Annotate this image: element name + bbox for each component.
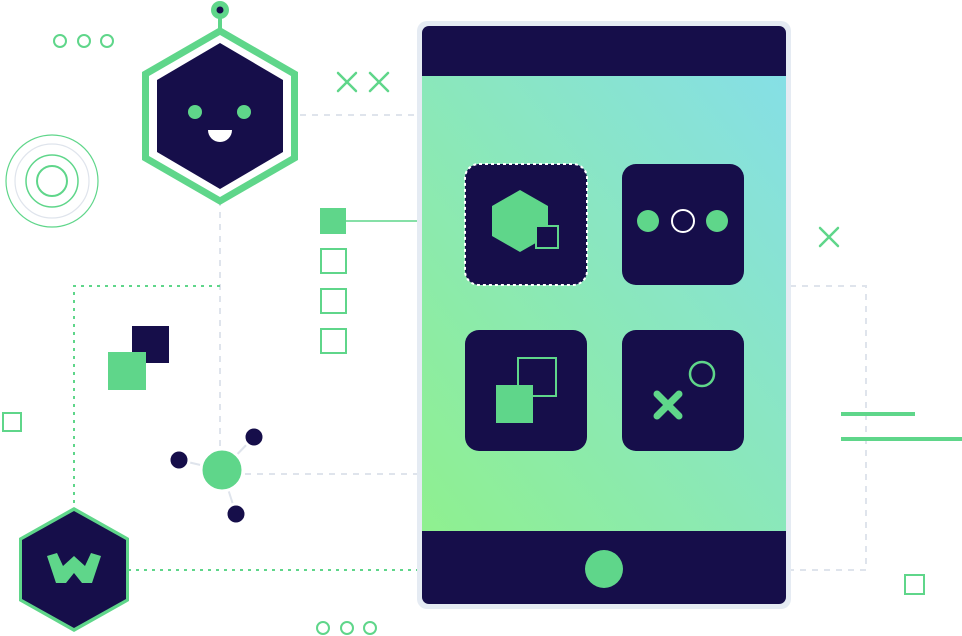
robot-eye-left: [188, 105, 202, 119]
ring-outer-2: [14, 143, 90, 219]
square-outline: [517, 357, 557, 397]
app-tile-squares[interactable]: [465, 330, 587, 451]
ring-mid: [25, 154, 79, 208]
robot-inner-hex: [157, 43, 283, 189]
hexagon-square-icon: [492, 190, 548, 252]
dots-top-left: [53, 34, 114, 48]
node-satellite: [167, 448, 191, 472]
logo-w-mark: [47, 553, 101, 583]
small-square-outline: [535, 225, 559, 249]
dot-outline: [77, 34, 91, 48]
x-icon: [653, 390, 683, 420]
square-outline-left: [2, 412, 22, 432]
app-tile-dots[interactable]: [622, 164, 744, 285]
home-button-icon[interactable]: [585, 550, 623, 588]
device-screen: [422, 76, 786, 531]
x-mark-icon: [336, 71, 358, 93]
circle-outline: [688, 360, 716, 388]
concentric-circles: [5, 134, 99, 228]
robot-face-hexagon-icon: [142, 1, 298, 205]
connector-right-bracket: [790, 285, 867, 571]
network-node-icon: [167, 425, 266, 526]
dot-filled: [637, 210, 659, 232]
node-center: [199, 447, 245, 493]
x-mark-icon: [368, 71, 390, 93]
square-filled: [496, 385, 533, 423]
w-logo-hexagon-icon: [19, 507, 129, 632]
connector-lines: [219, 114, 867, 571]
tablet-device: [417, 21, 791, 609]
checkbox-empty: [320, 248, 347, 274]
checkbox-checked: [320, 208, 346, 234]
overlapping-squares-decor: [108, 326, 169, 390]
square-outline-right: [904, 574, 925, 595]
dot-outline: [363, 621, 377, 635]
checkbox-empty: [320, 288, 347, 314]
dot-filled: [706, 210, 728, 232]
app-tile-hexagon[interactable]: [464, 163, 588, 286]
robot-eye-right: [237, 105, 251, 119]
checkbox-list: [320, 208, 465, 354]
app-tile-bg: [622, 164, 744, 285]
dot-outline: [53, 34, 67, 48]
ring-inner: [36, 165, 68, 197]
x-marks-top: [336, 71, 390, 93]
checkbox-empty: [320, 328, 347, 354]
node-satellite: [242, 425, 266, 449]
right-lines: [841, 412, 962, 441]
connector-lines-green: [73, 285, 418, 571]
square-green: [108, 352, 146, 390]
antenna-ball-center: [216, 6, 224, 14]
dot-outline: [316, 621, 330, 635]
dot-outline-white: [671, 209, 695, 233]
connector-left-bracket: [73, 285, 220, 510]
dot-outline: [100, 34, 114, 48]
dots-bottom: [316, 621, 377, 635]
selection-outline: [464, 163, 588, 286]
x-mark-right-icon: [818, 226, 840, 248]
ring-outer: [5, 134, 99, 228]
dot-outline: [340, 621, 354, 635]
app-tile-bg: [622, 330, 744, 451]
app-tile-x-circle[interactable]: [622, 330, 744, 451]
node-satellite: [224, 502, 248, 526]
robot-mouth: [208, 130, 232, 142]
